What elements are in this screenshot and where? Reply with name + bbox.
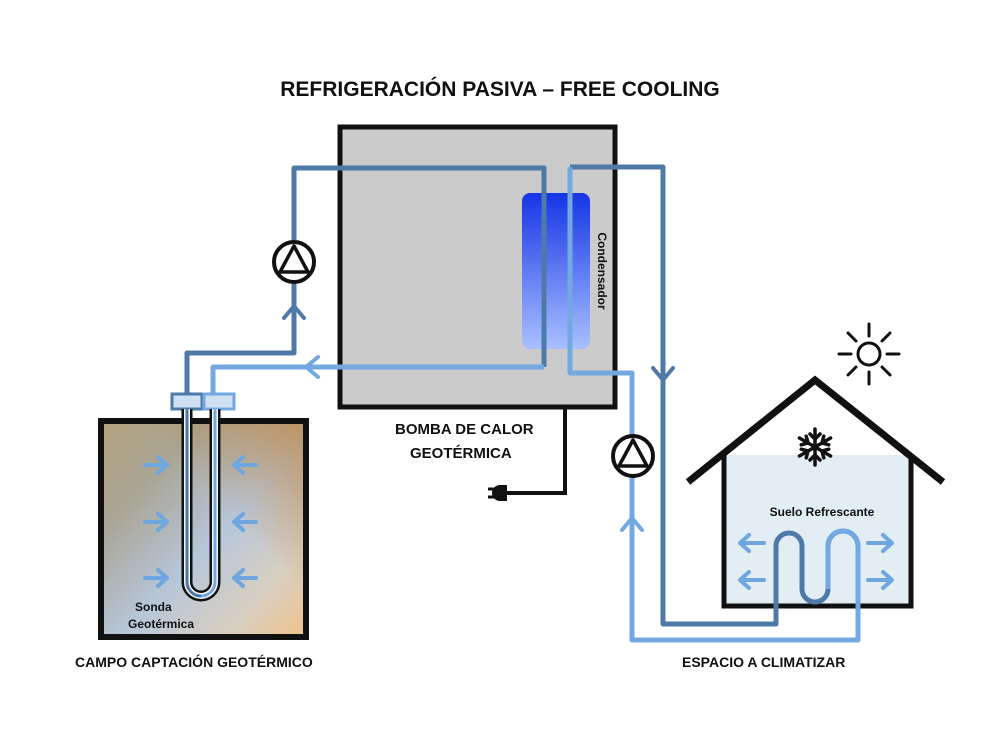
- space-label: ESPACIO A CLIMATIZAR: [682, 654, 845, 670]
- ground-heat-arrow-left: [232, 512, 258, 532]
- probe-label-line2: Geotérmica: [128, 617, 194, 631]
- floor-label: Suelo Refrescante: [770, 505, 875, 519]
- circulation-pump-icon: [272, 240, 316, 284]
- sun-icon: [837, 322, 901, 386]
- cooling-arrow-left: [738, 533, 766, 553]
- power-cable: [507, 407, 567, 495]
- power-plug-icon: [488, 485, 507, 501]
- secondary-supply-pipe: [570, 164, 779, 627]
- flow-arrow-up: [282, 304, 306, 320]
- ground-heat-arrow-left: [232, 568, 258, 588]
- cooling-arrow-right: [866, 533, 894, 553]
- probe-cap-right: [202, 392, 236, 411]
- snowflake-icon: [797, 427, 833, 467]
- diagram-title: REFRIGERACIÓN PASIVA – FREE COOLING: [280, 77, 719, 101]
- flow-arrow-up: [620, 516, 644, 532]
- ground-field-label: CAMPO CAPTACIÓN GEOTÉRMICO: [75, 653, 313, 670]
- ground-heat-arrow-left: [232, 455, 258, 475]
- heat-pump-label-line2: GEOTÉRMICA: [410, 445, 512, 462]
- cooling-arrow-right: [866, 570, 894, 590]
- house: [685, 375, 946, 609]
- ground-field: [98, 418, 309, 640]
- secondary-return-pipe: [567, 167, 861, 643]
- flow-arrow-left: [304, 355, 320, 379]
- cooling-arrow-left: [738, 570, 766, 590]
- ground-heat-arrow-right: [143, 512, 169, 532]
- circulation-pump-icon: [611, 434, 655, 478]
- condenser-label: Condensador: [595, 232, 609, 310]
- condenser: [522, 193, 590, 349]
- probe-label-line1: Sonda: [135, 600, 172, 614]
- flow-arrow-down: [651, 366, 675, 382]
- primary-supply-pipe: [210, 364, 544, 398]
- ground-heat-arrow-right: [143, 568, 169, 588]
- heat-pump-label-line1: BOMBA DE CALOR: [395, 421, 534, 438]
- ground-heat-arrow-right: [143, 455, 169, 475]
- probe-cap-left: [170, 392, 204, 411]
